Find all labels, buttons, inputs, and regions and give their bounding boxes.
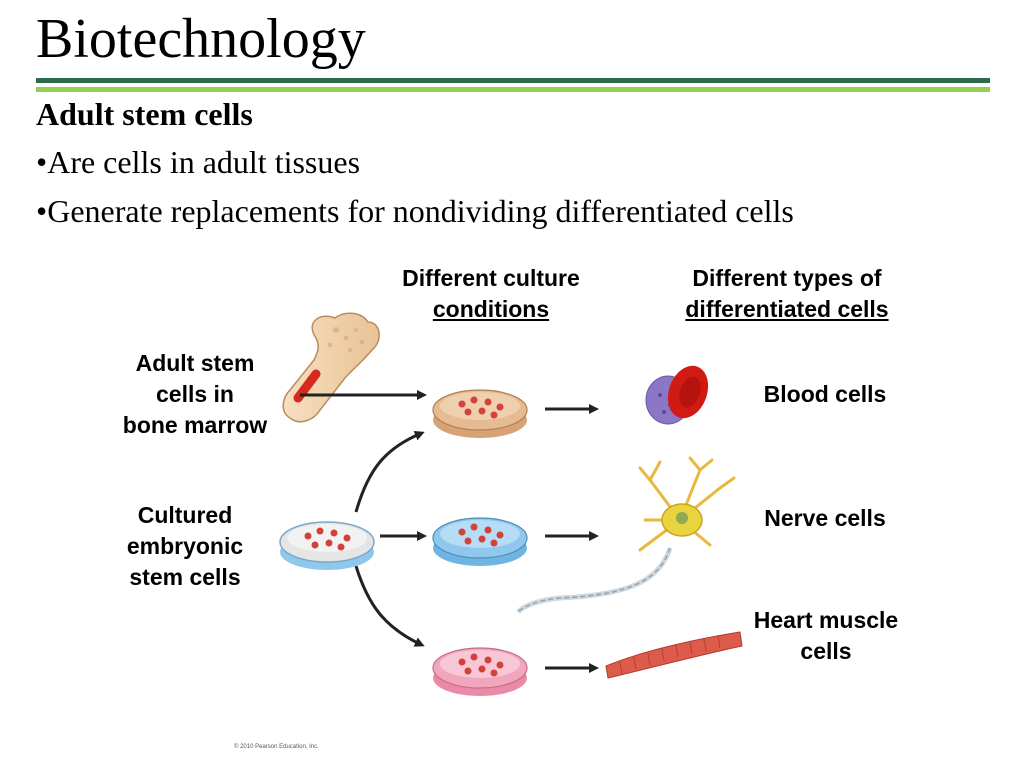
label-blood-cells: Blood cells [763, 381, 887, 407]
culture-dish-pink [432, 647, 528, 696]
nerve-cell-illustration [516, 456, 736, 614]
culture-dish-embryonic [279, 521, 375, 570]
bone-illustration [282, 312, 380, 423]
copyright-notice: © 2010 Pearson Education, Inc. [234, 744, 319, 750]
slide-title: Biotechnology [36, 8, 366, 70]
arrow-embryonic-to-bottom-dish [354, 565, 425, 647]
label-embryonic-line3: stem cells [129, 564, 241, 590]
heart-muscle-illustration [605, 631, 743, 679]
header-culture-line1: Different culture [402, 265, 580, 291]
header-types-line2: differentiated cells [685, 296, 889, 322]
arrow-embryonic-to-top-dish [354, 430, 425, 513]
header-culture-conditions: Different culture conditions [371, 263, 611, 325]
flow-arrows [300, 390, 599, 673]
label-adult-line2: cells in [156, 381, 234, 407]
bullet-item: •Generate replacements for nondividing d… [36, 193, 794, 229]
culture-dish-tan [432, 389, 528, 438]
subheading: Adult stem cells [36, 96, 253, 132]
label-embryonic-line1: Cultured [137, 502, 233, 528]
title-rule-light [36, 87, 990, 92]
header-culture-line2: conditions [432, 296, 550, 322]
label-adult-line3: bone marrow [122, 412, 268, 438]
bullet-item: •Are cells in adult tissues [36, 144, 361, 180]
header-differentiated-types: Different types of differentiated cells [651, 263, 923, 325]
culture-dish-blue [432, 517, 528, 566]
header-types-line1: Different types of [692, 265, 882, 291]
label-embryonic-stem-cells: Cultured embryonic stem cells [95, 500, 275, 593]
label-embryonic-line2: embryonic [126, 533, 244, 559]
label-heart-muscle-cells: Heart muscle cells [718, 605, 934, 667]
label-adult-line1: Adult stem [135, 350, 255, 376]
label-heart-line2: cells [800, 638, 852, 664]
label-adult-stem-cells: Adult stem cells in bone marrow [100, 348, 290, 441]
title-rule-dark [36, 78, 990, 83]
label-nerve-cells: Nerve cells [764, 505, 886, 531]
blood-cells-illustration [645, 365, 709, 425]
label-heart-line1: Heart muscle [753, 607, 899, 633]
